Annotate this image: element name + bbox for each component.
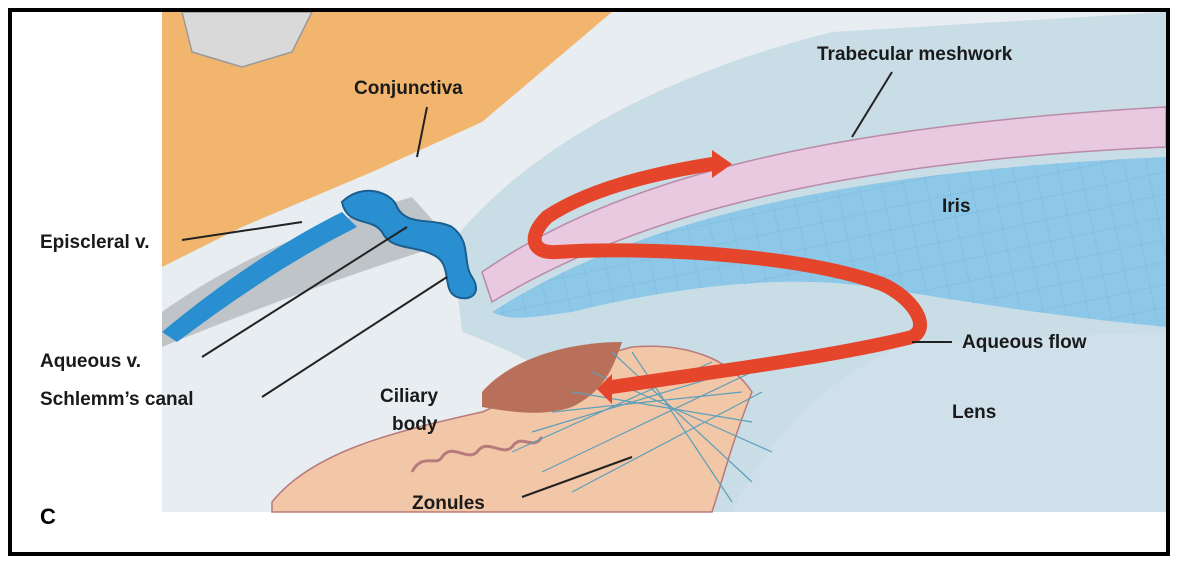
label-iris: Iris [942,196,971,217]
label-lens: Lens [952,402,996,423]
label-aqueous-flow: Aqueous flow [962,332,1087,353]
label-ciliary-body-1: Ciliary [380,386,439,407]
label-aqueous-v: Aqueous v. [40,351,141,372]
label-conjunctiva: Conjunctiva [354,78,463,99]
label-ciliary-body-2: body [392,414,438,435]
label-episcleral-v: Episcleral v. [40,232,150,253]
panel-label: C [40,504,56,529]
figure-frame: Trabecular meshwork Conjunctiva Iris Epi… [8,8,1170,556]
eye-anatomy-diagram: Trabecular meshwork Conjunctiva Iris Epi… [12,12,1166,552]
label-schlemms-canal: Schlemm’s canal [40,389,193,410]
label-zonules: Zonules [412,493,485,514]
label-trabecular-meshwork: Trabecular meshwork [817,44,1013,65]
